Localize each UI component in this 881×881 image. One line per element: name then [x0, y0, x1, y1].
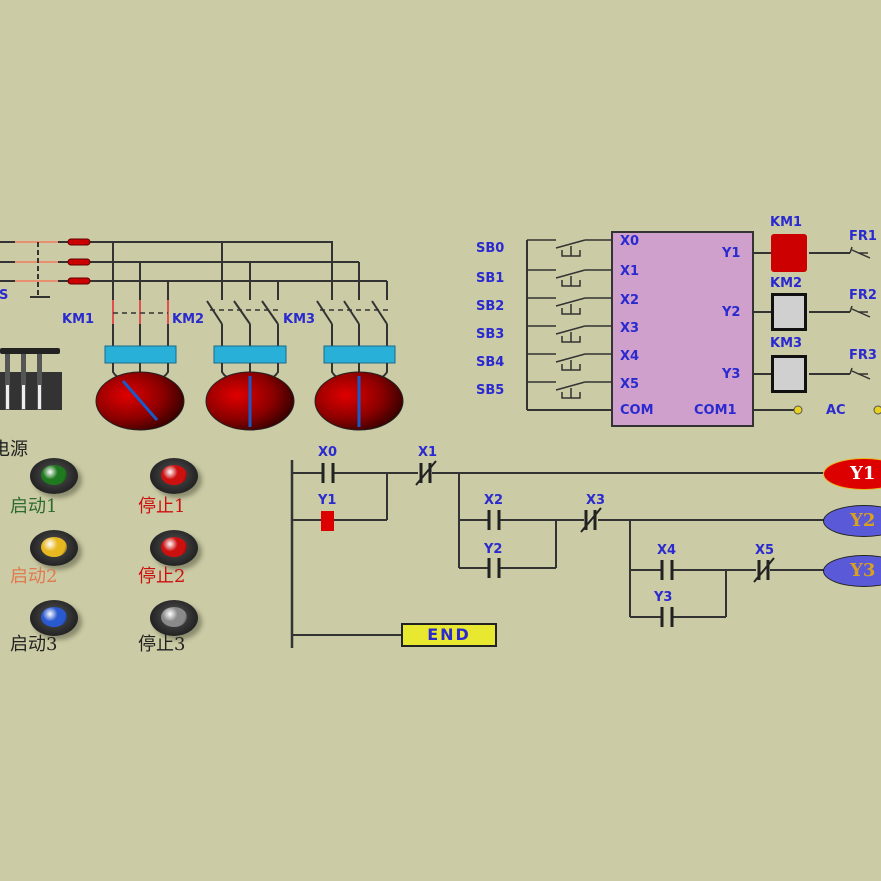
- plc-input-x1: X1: [620, 264, 640, 279]
- ladder-x1-label: X1: [418, 445, 438, 460]
- output-wiring: [754, 252, 850, 411]
- km2-coil: [771, 293, 807, 331]
- plc-input-x2: X2: [620, 293, 640, 308]
- motor-3: [314, 371, 404, 431]
- coil-label-km1: KM1: [770, 215, 803, 230]
- plc-output-y3: Y3: [722, 367, 741, 382]
- plc-input-x4: X4: [620, 349, 640, 364]
- qs-label: QS: [0, 288, 9, 303]
- km3-main-contacts: [316, 300, 390, 325]
- plc-input-x5: X5: [620, 377, 640, 392]
- button-cap: [161, 607, 187, 627]
- ladder-x0-label: X0: [318, 445, 338, 460]
- thermal-relays: [104, 345, 396, 364]
- panel-button-label: 停止2: [138, 566, 186, 587]
- switch-label-sb4: SB4: [476, 355, 505, 370]
- supply-lines: [0, 241, 387, 282]
- input-switch-4[interactable]: [527, 353, 611, 371]
- ladder-wires: [292, 472, 825, 636]
- plc-output-com1: COM1: [694, 403, 737, 418]
- plc-module: [611, 231, 754, 427]
- end-instruction: END: [401, 623, 497, 647]
- plc-input-x0: X0: [620, 234, 640, 249]
- ladder-x2-label: X2: [484, 493, 504, 508]
- ac-terminals: [793, 405, 881, 415]
- switch-label-sb3: SB3: [476, 327, 505, 342]
- panel-button-5[interactable]: [30, 600, 78, 636]
- input-switch-3[interactable]: [527, 325, 611, 343]
- coil-label-km2: KM2: [770, 276, 803, 291]
- motor-2: [205, 371, 295, 431]
- input-switch-2[interactable]: [527, 297, 611, 315]
- ladder-y1-label: Y1: [318, 493, 337, 508]
- panel-button-label: 启动2: [10, 566, 58, 587]
- panel-button-4[interactable]: [150, 530, 198, 566]
- input-switch-5[interactable]: [527, 381, 611, 399]
- ladder-y3-label: Y3: [654, 590, 673, 605]
- overload-contacts: [849, 246, 871, 380]
- plc-output-y2: Y2: [722, 305, 741, 320]
- km3-coil: [771, 355, 807, 393]
- power-label: 电源: [0, 439, 28, 460]
- button-cap: [41, 465, 67, 485]
- plc-input-x3: X3: [620, 321, 640, 336]
- output-lamp-y1: Y1: [823, 458, 881, 490]
- panel-button-2[interactable]: [150, 458, 198, 494]
- panel-button-label: 停止3: [138, 634, 186, 655]
- panel-button-label: 启动3: [10, 634, 58, 655]
- resistor-bank: [0, 348, 62, 410]
- km1-label: KM1: [62, 312, 95, 327]
- km1-coil: [771, 234, 807, 272]
- panel-button-6[interactable]: [150, 600, 198, 636]
- ac-label: AC: [826, 403, 846, 418]
- input-switches: [527, 239, 611, 399]
- drop-wires: [112, 242, 388, 300]
- ladder-y2-label: Y2: [484, 542, 503, 557]
- ladder-x4-label: X4: [657, 543, 677, 558]
- panel-button-3[interactable]: [30, 530, 78, 566]
- km3-label: KM3: [283, 312, 316, 327]
- output-lamp-y3: Y3: [823, 555, 881, 587]
- contactor-to-relay-wires: [112, 324, 388, 346]
- button-cap: [41, 607, 67, 627]
- ladder-x3-label: X3: [586, 493, 606, 508]
- switch-label-sb1: SB1: [476, 271, 505, 286]
- y3-lamp-label: Y3: [850, 560, 876, 581]
- motor-1: [95, 371, 185, 431]
- ladder-contacts: [321, 463, 770, 627]
- switch-label-sb5: SB5: [476, 383, 505, 398]
- switch-label-sb0: SB0: [476, 241, 505, 256]
- switch-label-sb2: SB2: [476, 299, 505, 314]
- input-switch-wiring: [526, 240, 611, 411]
- y2-lamp-label: Y2: [850, 510, 876, 531]
- button-cap: [161, 537, 187, 557]
- qs-isolator: [15, 241, 58, 298]
- y1-seal-contact-active: [321, 511, 334, 531]
- plc-output-y1: Y1: [722, 246, 741, 261]
- output-lamp-y2: Y2: [823, 505, 881, 537]
- y1-lamp-label: Y1: [850, 463, 876, 484]
- fuses: [67, 238, 91, 285]
- overload-label-fr3: FR3: [849, 348, 877, 363]
- overload-label-fr2: FR2: [849, 288, 877, 303]
- input-switch-1[interactable]: [527, 269, 611, 287]
- panel-button-1[interactable]: [30, 458, 78, 494]
- panel-button-label: 启动1: [10, 496, 58, 517]
- button-cap: [161, 465, 187, 485]
- input-switch-0[interactable]: [527, 239, 611, 257]
- button-cap: [41, 537, 67, 557]
- overload-label-fr1: FR1: [849, 229, 877, 244]
- ladder-nc-slashes: [415, 460, 775, 583]
- plc-input-com: COM: [620, 403, 654, 418]
- km2-main-contacts: [206, 300, 280, 325]
- km1-main-contacts: [112, 300, 169, 324]
- panel-button-label: 停止1: [138, 496, 186, 517]
- coil-label-km3: KM3: [770, 336, 803, 351]
- ladder-x5-label: X5: [755, 543, 775, 558]
- km2-label: KM2: [172, 312, 205, 327]
